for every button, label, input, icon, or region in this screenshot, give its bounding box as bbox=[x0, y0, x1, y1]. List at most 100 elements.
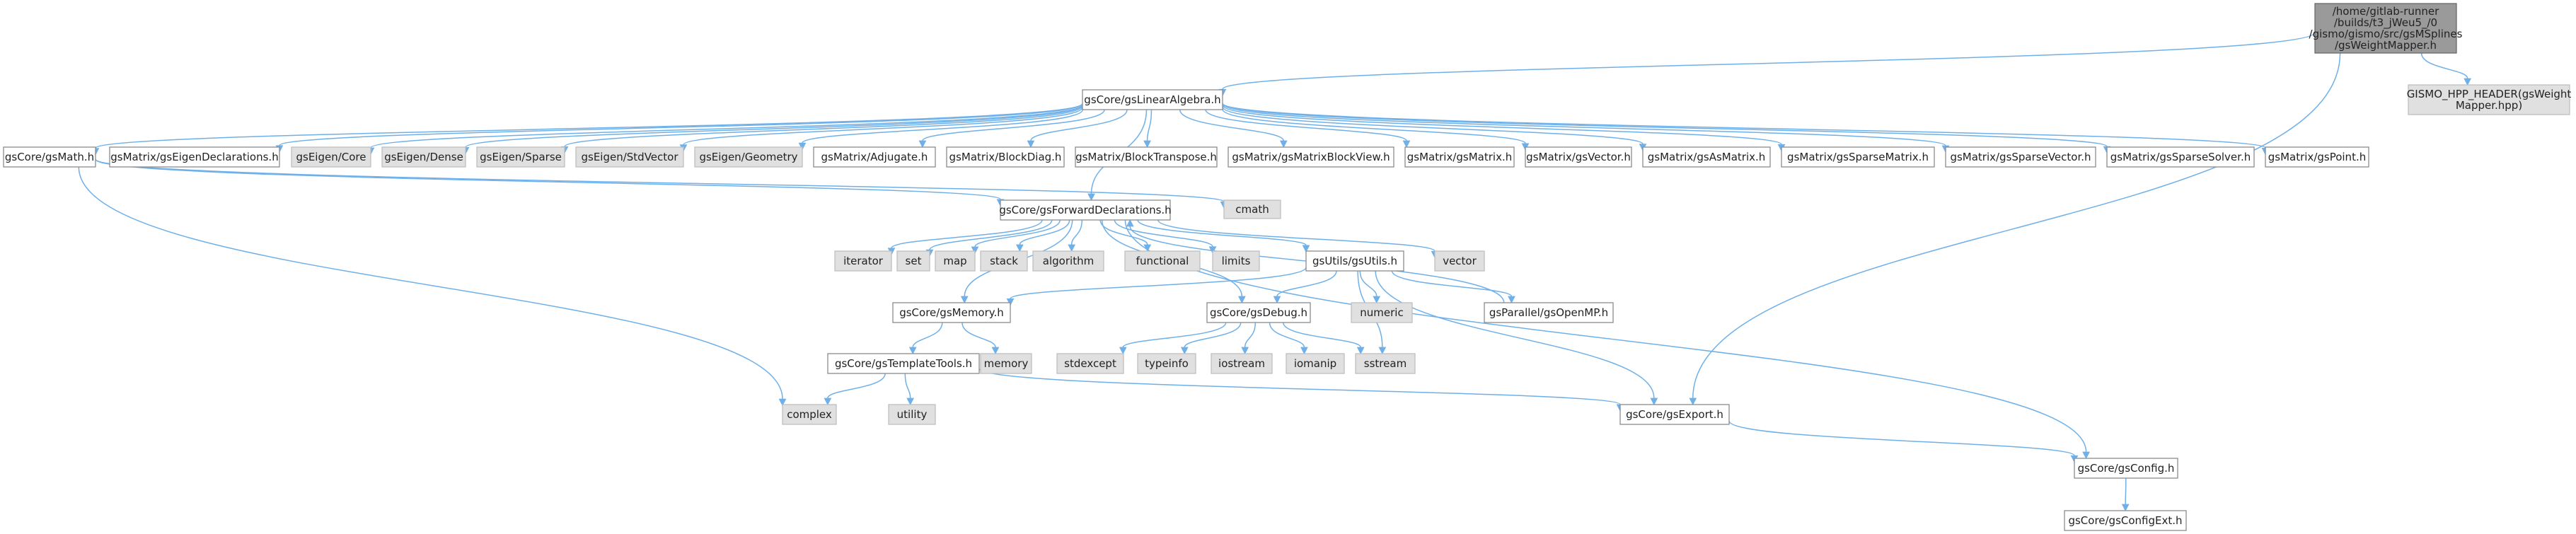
edge-gsLinearAlgebra-to-gsMatrixH bbox=[1205, 109, 1411, 149]
node-label: /home/gitlab-runner bbox=[2333, 5, 2439, 18]
node-gsExport[interactable]: gsCore/gsExport.h bbox=[1619, 404, 1730, 425]
node-label: functional bbox=[1136, 255, 1189, 267]
node-label: /builds/t3_jWeu5_/0 bbox=[2334, 16, 2437, 30]
nodes-layer: /home/gitlab-runner/builds/t3_jWeu5_/0/g… bbox=[3, 3, 2572, 531]
node-sstream: sstream bbox=[1355, 353, 1416, 374]
node-gsOpenMP[interactable]: gsParallel/gsOpenMP.h bbox=[1484, 302, 1614, 323]
edge-gsTemplateTools-to-complex bbox=[824, 373, 886, 406]
node-memory: memory bbox=[980, 353, 1032, 374]
node-typeinfo: typeinfo bbox=[1137, 353, 1196, 374]
node-label: gsMatrix/Adjugate.h bbox=[821, 151, 928, 163]
node-label: gsCore/gsConfigExt.h bbox=[2068, 514, 2182, 527]
node-gsSparseSolver[interactable]: gsMatrix/gsSparseSolver.h bbox=[2106, 146, 2255, 168]
node-label: gsCore/gsDebug.h bbox=[1210, 306, 1307, 319]
node-label: gsEigen/Sparse bbox=[480, 151, 562, 163]
node-label: vector bbox=[1443, 255, 1477, 267]
node-eigenCore: gsEigen/Core bbox=[291, 146, 371, 168]
edge-gsConfig-to-gsConfigExt bbox=[2121, 477, 2130, 512]
edge-gsDebug-to-sstream bbox=[1283, 322, 1365, 355]
node-root[interactable]: /home/gitlab-runner/builds/t3_jWeu5_/0/g… bbox=[2309, 3, 2463, 54]
node-map: map bbox=[935, 250, 976, 272]
edge-gsForwardDecl-to-gsConfig bbox=[1124, 219, 2090, 460]
node-label: gsCore/gsExport.h bbox=[1626, 408, 1723, 421]
node-matrixBlockView[interactable]: gsMatrix/gsMatrixBlockView.h bbox=[1228, 146, 1394, 168]
node-gsMatrixH[interactable]: gsMatrix/gsMatrix.h bbox=[1404, 146, 1515, 168]
node-adjugate[interactable]: gsMatrix/Adjugate.h bbox=[813, 146, 936, 168]
node-gsConfigExt[interactable]: gsCore/gsConfigExt.h bbox=[2064, 510, 2187, 531]
node-gsMemory[interactable]: gsCore/gsMemory.h bbox=[892, 302, 1011, 323]
node-label: gsMatrix/gsAsMatrix.h bbox=[1648, 151, 1766, 163]
edge-gsUtils-to-gsExport bbox=[1375, 270, 1658, 406]
edge-gsExport-to-gsConfig bbox=[1728, 420, 2079, 463]
node-gsPoint[interactable]: gsMatrix/gsPoint.h bbox=[2265, 146, 2369, 168]
node-label: numeric bbox=[1360, 306, 1403, 319]
node-gsTemplateTools[interactable]: gsCore/gsTemplateTools.h bbox=[827, 353, 980, 374]
node-label: sstream bbox=[1364, 357, 1407, 370]
edge-gsLinearAlgebra-to-eigenSparse bbox=[560, 105, 1083, 154]
node-label: map bbox=[943, 255, 966, 267]
node-blockTranspose[interactable]: gsMatrix/BlockTranspose.h bbox=[1075, 146, 1218, 168]
node-label: gsMatrix/gsSparseMatrix.h bbox=[1787, 151, 1929, 163]
node-gsSparseVector[interactable]: gsMatrix/gsSparseVector.h bbox=[1945, 146, 2096, 168]
node-gsUtils[interactable]: gsUtils/gsUtils.h bbox=[1305, 250, 1404, 272]
node-set: set bbox=[896, 250, 930, 272]
node-label: gsCore/gsConfig.h bbox=[2078, 462, 2175, 475]
node-label: typeinfo bbox=[1145, 357, 1189, 370]
node-label: GISMO_HPP_HEADER(gsWeight bbox=[2407, 88, 2572, 101]
edge-gsLinearAlgebra-to-eigenGeometry bbox=[798, 109, 1084, 151]
edge-gsForwardDecl-to-map bbox=[971, 219, 1061, 255]
node-label: gsMatrix/gsVector.h bbox=[1526, 151, 1631, 163]
node-gsLinearAlgebra[interactable]: gsCore/gsLinearAlgebra.h bbox=[1082, 89, 1223, 110]
edge-gsLinearAlgebra-to-adjugate bbox=[918, 109, 1105, 149]
node-label: memory bbox=[984, 357, 1029, 370]
node-label: complex bbox=[787, 408, 832, 421]
edge-gsForwardDecl-to-gsUtils bbox=[1137, 219, 1310, 253]
node-gsSparseMatrix[interactable]: gsMatrix/gsSparseMatrix.h bbox=[1781, 146, 1935, 168]
node-label: stdexcept bbox=[1064, 357, 1116, 370]
node-gsEigenDecl[interactable]: gsMatrix/gsEigenDeclarations.h bbox=[109, 146, 280, 168]
edge-gsDebug-to-stdexcept bbox=[1119, 322, 1227, 355]
node-label: stack bbox=[990, 255, 1018, 267]
edge-gsMath-to-complex bbox=[78, 166, 787, 407]
edge-root-to-gsExport bbox=[1689, 52, 2341, 406]
node-gsDebug[interactable]: gsCore/gsDebug.h bbox=[1206, 302, 1311, 323]
node-label: gsParallel/gsOpenMP.h bbox=[1489, 306, 1608, 319]
edge-gsDebug-to-iomanip bbox=[1269, 322, 1308, 355]
node-label: gsEigen/Dense bbox=[384, 151, 463, 163]
edge-gsUtils-to-gsMemory bbox=[1006, 267, 1307, 306]
node-label: gsCore/gsLinearAlgebra.h bbox=[1084, 93, 1220, 106]
edge-gsLinearAlgebra-to-gsSparseSolver bbox=[1222, 103, 2111, 154]
node-gsConfig[interactable]: gsCore/gsConfig.h bbox=[2074, 458, 2178, 479]
node-label: gsEigen/Core bbox=[296, 151, 366, 163]
edge-gsTemplateTools-to-gsExport bbox=[978, 368, 1624, 412]
node-gsMath[interactable]: gsCore/gsMath.h bbox=[3, 146, 96, 168]
node-label: gsEigen/Geometry bbox=[699, 151, 797, 163]
node-eigenStdVector: gsEigen/StdVector bbox=[575, 146, 684, 168]
node-label: gsMatrix/gsSparseSolver.h bbox=[2110, 151, 2251, 163]
node-label: Mapper.hpp) bbox=[2456, 99, 2522, 112]
edge-gsMemory-to-gsTemplateTools bbox=[908, 322, 943, 355]
node-label: /gismo/gismo/src/gsMSplines bbox=[2309, 28, 2463, 40]
node-label: gsMatrix/gsMatrix.h bbox=[1407, 151, 1512, 163]
node-label: cmath bbox=[1235, 203, 1269, 216]
node-label: limits bbox=[1222, 255, 1251, 267]
node-blockDiag[interactable]: gsMatrix/BlockDiag.h bbox=[946, 146, 1065, 168]
edge-gsLinearAlgebra-to-blockTranspose bbox=[1143, 109, 1153, 149]
node-eigenSparse: gsEigen/Sparse bbox=[476, 146, 565, 168]
edge-gsForwardDecl-to-algorithm bbox=[1068, 219, 1083, 253]
node-label: gsMatrix/gsMatrixBlockView.h bbox=[1232, 151, 1390, 163]
edge-gsLinearAlgebra-to-blockDiag bbox=[1027, 109, 1128, 149]
node-label: iterator bbox=[843, 255, 884, 267]
node-gsAsMatrix[interactable]: gsMatrix/gsAsMatrix.h bbox=[1642, 146, 1771, 168]
node-gsForwardDecl[interactable]: gsCore/gsForwardDeclarations.h bbox=[999, 199, 1172, 221]
node-label: gsUtils/gsUtils.h bbox=[1312, 255, 1397, 267]
node-gsVectorH[interactable]: gsMatrix/gsVector.h bbox=[1525, 146, 1632, 168]
node-iostream: iostream bbox=[1211, 353, 1273, 374]
edge-gsUtils-to-gsOpenMP bbox=[1391, 270, 1515, 304]
node-label: gsCore/gsMath.h bbox=[5, 151, 94, 163]
node-stdexcept: stdexcept bbox=[1056, 353, 1124, 374]
edge-gsMemory-to-memory bbox=[961, 322, 1000, 355]
node-complex: complex bbox=[782, 404, 837, 425]
edge-gsDebug-to-typeinfo bbox=[1180, 322, 1242, 355]
edge-root-to-gsLinearAlgebra bbox=[1218, 32, 2316, 97]
